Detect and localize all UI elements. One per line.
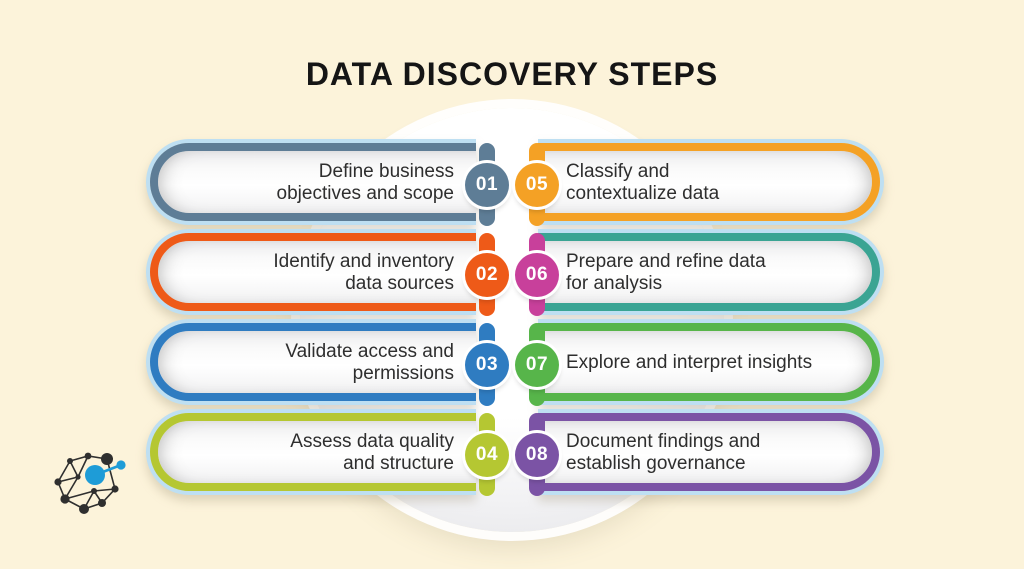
step-text-line: and structure [343,453,454,474]
step-number: 01 [475,174,499,195]
step-number: 06 [525,264,549,285]
step-text-line: Explore and interpret insights [566,352,813,373]
network-molecule-logo-icon [54,452,126,514]
step-text-line: Prepare and refine data [566,251,766,272]
step-text-line: Classify and [566,161,670,182]
step-number: 02 [475,264,499,285]
step-number: 03 [475,354,499,375]
pill-shape-06 [538,233,880,311]
step-number-badge-02: 02 [465,253,509,297]
step-pill-07: Explore and interpret insights [538,319,884,407]
step-number-badge-03: 03 [465,343,509,387]
step-number-badge-07: 07 [515,343,559,387]
pill-shape-05 [538,143,880,221]
pill-shape-07 [538,323,880,401]
step-pill-08: Document findings and establish governan… [538,409,884,497]
step-text-06: Prepare and refine data for analysis [538,229,884,317]
step-text-02: Identify and inventory data sources [146,229,476,317]
step-text-line: permissions [352,363,454,384]
step-text-05: Classify and contextualize data [538,139,884,227]
step-number: 04 [475,444,499,465]
step-number: 07 [525,354,549,375]
step-text-line: objectives and scope [276,183,454,204]
step-text-line: data sources [345,273,454,294]
step-text-line: Validate access and [285,341,454,362]
step-text-line: Identify and inventory [273,251,454,272]
step-number-badge-06: 06 [515,253,559,297]
step-text-line: Define business [318,161,454,182]
step-number-badge-04: 04 [465,433,509,477]
step-pill-06: Prepare and refine data for analysis [538,229,884,317]
pill-shape-02 [150,233,476,311]
pill-shape-03 [150,323,476,401]
step-text-01: Define business objectives and scope [146,139,476,227]
step-number-badge-01: 01 [465,163,509,207]
step-number-badge-05: 05 [515,163,559,207]
step-text-04: Assess data quality and structure [146,409,476,497]
page-title: DATA DISCOVERY STEPS [305,56,719,92]
step-text-line: Assess data quality [290,431,454,452]
pill-shape-01 [150,143,476,221]
step-pill-03: Validate access and permissions [146,319,476,407]
step-number-badge-08: 08 [515,433,559,477]
step-text-03: Validate access and permissions [146,319,476,407]
step-number: 05 [525,174,549,195]
step-pill-05: Classify and contextualize data [538,139,884,227]
step-pill-04: Assess data quality and structure [146,409,476,497]
step-text-07: Explore and interpret insights [538,319,884,407]
step-text-line: contextualize data [566,183,720,204]
step-pill-02: Identify and inventory data sources [146,229,476,317]
pill-shape-04 [150,413,476,491]
step-text-line: Document findings and [566,431,761,452]
step-number: 08 [525,444,549,465]
step-text-08: Document findings and establish governan… [538,409,884,497]
pill-shape-08 [538,413,880,491]
step-text-line: establish governance [566,453,746,474]
step-pill-01: Define business objectives and scope [146,139,476,227]
step-text-line: for analysis [566,273,663,294]
